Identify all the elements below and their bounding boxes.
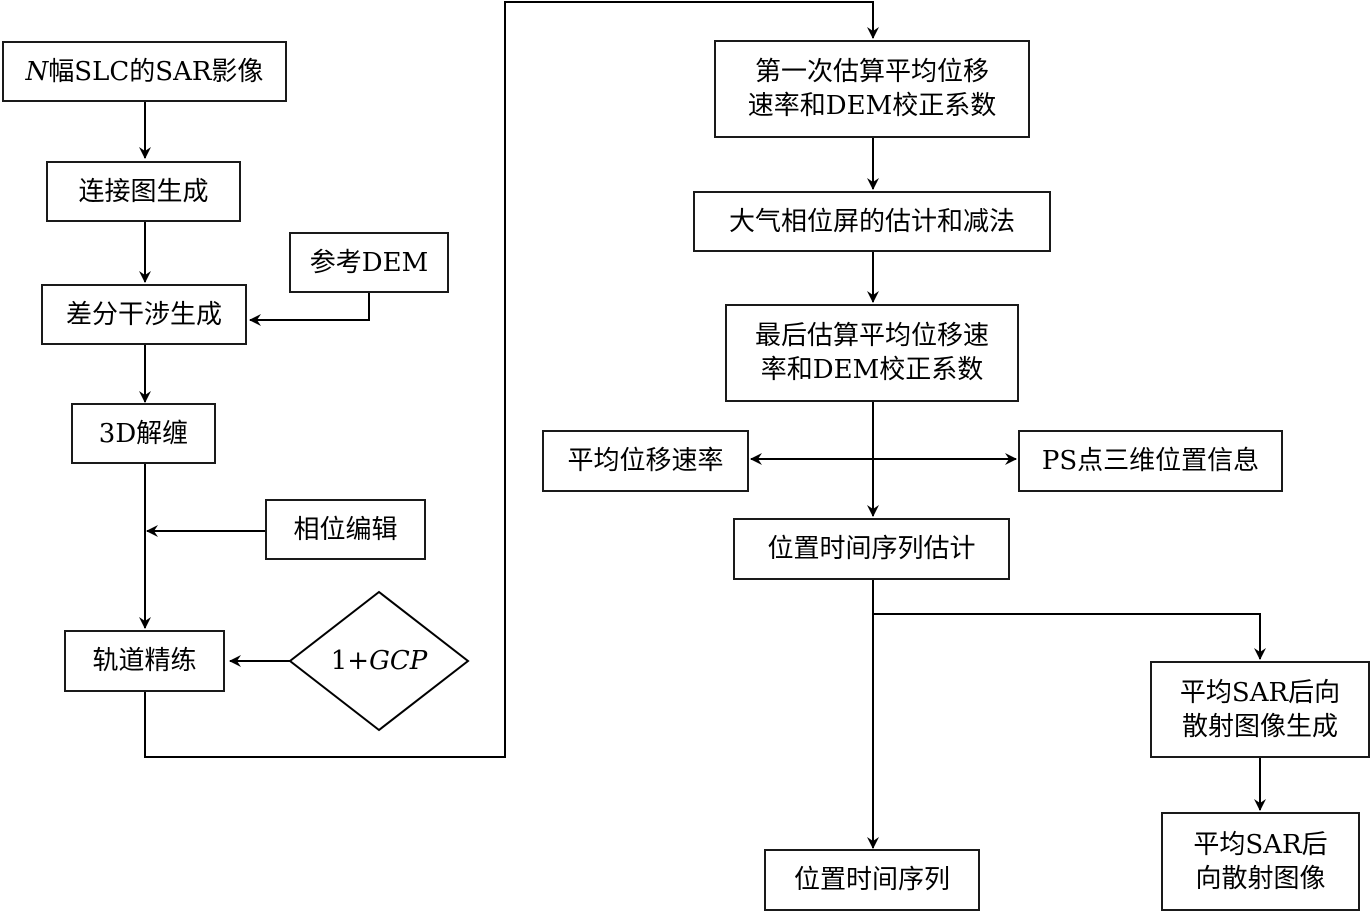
node-orbit-refinement: 轨道精练 (64, 630, 225, 692)
node-slc-label: 幅SLC的SAR影像 (48, 56, 264, 87)
node-connection-graph: 连接图生成 (46, 161, 241, 222)
node-ps-3d-position: PS点三维位置信息 (1018, 430, 1283, 492)
node-label: 位置时间序列估计 (767, 534, 976, 564)
node-label: 大气相位屏的估计和减法 (728, 206, 1015, 237)
node-label: 连接图生成 (78, 176, 209, 207)
node-mean-sar-generation: 平均SAR后向 散射图像生成 (1150, 661, 1370, 758)
node-mean-sar-image: 平均SAR后 向散射图像 (1161, 812, 1360, 911)
node-slc-images: N幅SLC的SAR影像 (2, 41, 287, 102)
node-first-estimation: 第一次估算平均位移 速率和DEM校正系数 (714, 40, 1030, 138)
n-variable: N (25, 56, 49, 87)
node-label: 平均SAR后向 散射图像生成 (1179, 677, 1341, 742)
node-label: 平均SAR后 向散射图像 (1193, 829, 1328, 894)
edge-orbit-first (144, 1, 879, 758)
gcp-text: GCP (369, 646, 428, 676)
node-label: 轨道精练 (92, 646, 197, 676)
node-final-estimation: 最后估算平均位移速 率和DEM校正系数 (725, 304, 1019, 402)
gcp-prefix: 1+ (330, 646, 370, 676)
node-timeseries: 位置时间序列 (764, 849, 980, 911)
node-label: 位置时间序列 (793, 865, 950, 895)
node-label: 第一次估算平均位移 速率和DEM校正系数 (747, 57, 997, 121)
node-label: 差分干涉生成 (65, 299, 222, 330)
node-aps-estimation: 大气相位屏的估计和减法 (693, 191, 1051, 252)
edge-refdem-diffint (249, 293, 370, 326)
node-label: 最后估算平均位移速 率和DEM校正系数 (754, 321, 989, 385)
node-differential-interferogram: 差分干涉生成 (41, 284, 247, 345)
node-timeseries-estimation: 位置时间序列估计 (733, 518, 1010, 580)
gcp-label: 1+GCP (300, 640, 458, 682)
node-phase-editing: 相位编辑 (265, 499, 426, 560)
node-label: PS点三维位置信息 (1041, 446, 1260, 476)
decision-diamond-gcp (288, 590, 470, 732)
node-mean-velocity: 平均位移速率 (542, 430, 749, 492)
node-reference-dem: 参考DEM (289, 232, 449, 293)
edge-tsest-meangen (873, 613, 1266, 660)
node-label: 3D解缠 (98, 418, 189, 449)
node-label: 相位编辑 (293, 514, 398, 545)
node-3d-unwrapping: 3D解缠 (71, 403, 216, 464)
node-label: 平均位移速率 (567, 446, 724, 476)
node-label: 参考DEM (309, 247, 429, 278)
